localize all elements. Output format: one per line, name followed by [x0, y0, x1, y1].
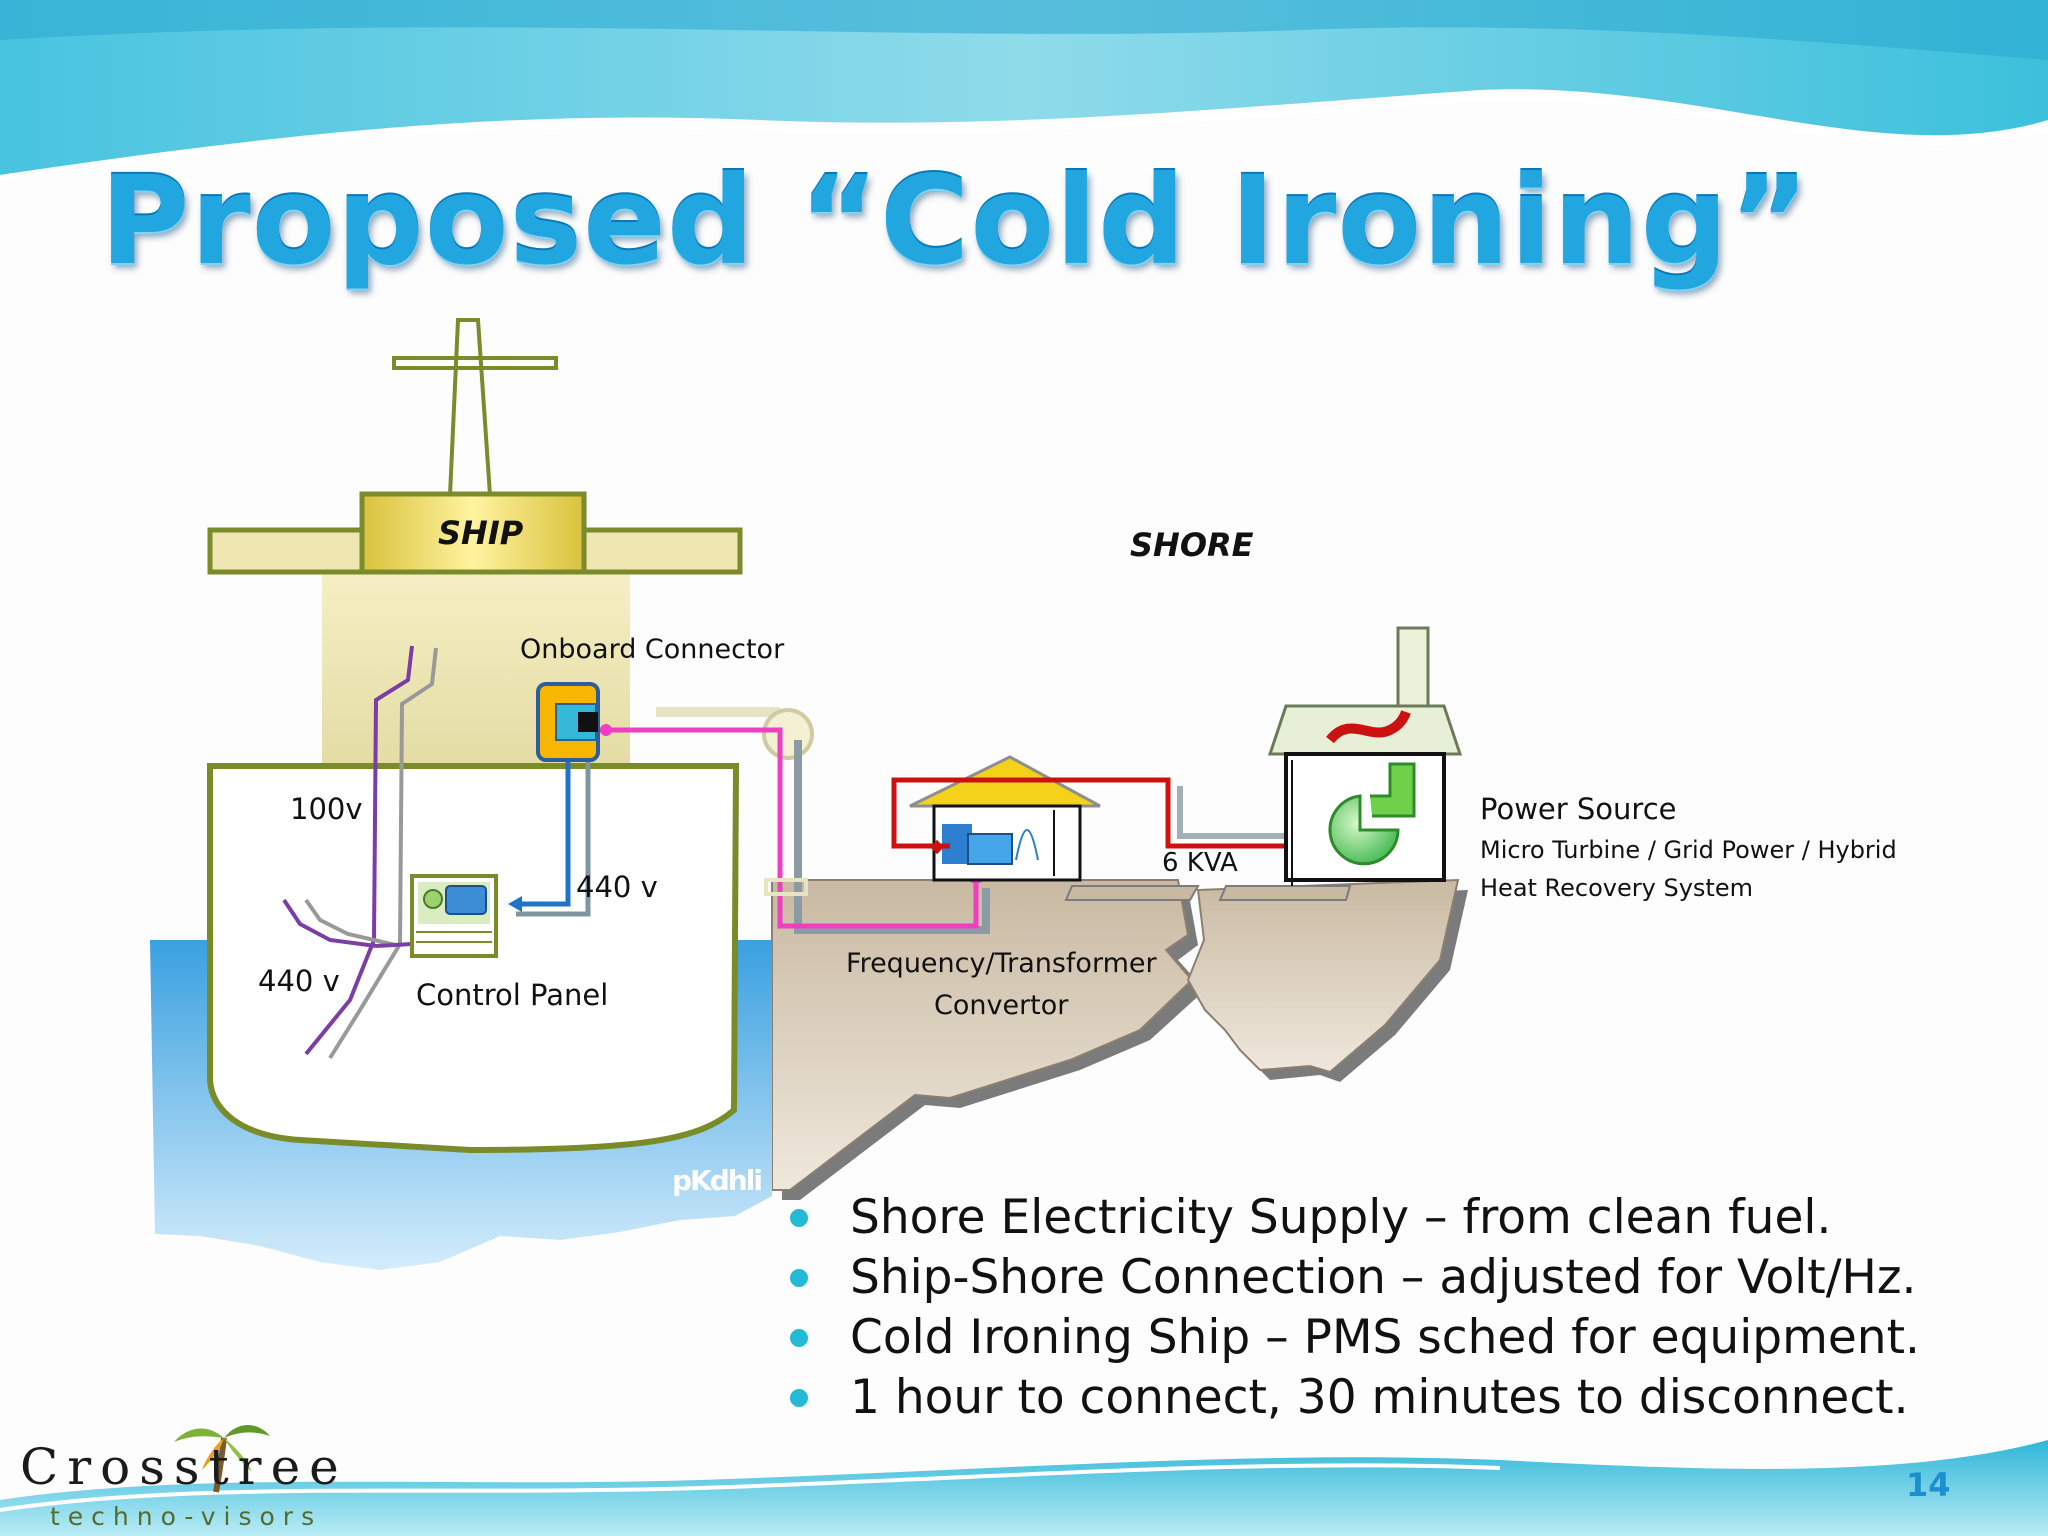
power-source-building	[1267, 626, 1463, 886]
control-panel-label: Control Panel	[416, 978, 609, 1012]
voltage-440-right-label: 440 v	[576, 870, 658, 904]
onboard-connector-label: Onboard Connector	[520, 634, 785, 665]
ship-wiring	[282, 645, 438, 1060]
ship	[207, 318, 743, 1154]
ship-label: SHIP	[438, 514, 524, 552]
bullet-item: Ship-Shore Connection – adjusted for Vol…	[790, 1248, 1920, 1308]
voltage-440-left-label: 440 v	[258, 964, 340, 998]
slide-title: Proposed “Cold Ironing”	[100, 150, 1811, 292]
internal-feed-cable	[508, 762, 591, 917]
bullet-dot-icon	[790, 1209, 808, 1227]
power-source-line1: Micro Turbine / Grid Power / Hybrid	[1480, 836, 1897, 864]
power-source-line2: Heat Recovery System	[1480, 874, 1753, 902]
voltage-100-label: 100v	[290, 792, 363, 826]
shore-land	[771, 878, 1468, 1200]
bottom-wave	[0, 1440, 2048, 1536]
logo-tagline: techno-visors	[50, 1502, 323, 1531]
converter-label-line2: Convertor	[934, 990, 1069, 1021]
converter-house	[909, 755, 1101, 882]
bullet-list: Shore Electricity Supply – from clean fu…	[790, 1188, 1920, 1428]
palm-tree-icon	[174, 1425, 270, 1493]
logo-name: Crosstree	[20, 1438, 348, 1496]
bullet-item: Cold Ironing Ship – PMS sched for equipm…	[790, 1308, 1920, 1368]
onboard-connector	[536, 682, 600, 762]
bullet-dot-icon	[790, 1269, 808, 1287]
bullet-item: 1 hour to connect, 30 minutes to disconn…	[790, 1368, 1920, 1428]
shore-label: SHORE	[1130, 526, 1254, 564]
power-source-title: Power Source	[1480, 792, 1677, 826]
bullet-dot-icon	[790, 1329, 808, 1347]
control-panel-device	[410, 874, 498, 958]
shore-cable	[600, 707, 990, 934]
watermark: pKdhli	[672, 1164, 763, 1197]
kva-label: 6 KVA	[1162, 848, 1238, 878]
bullet-item: Shore Electricity Supply – from clean fu…	[790, 1188, 1920, 1248]
converter-label-line1: Frequency/Transformer	[846, 948, 1157, 979]
bullet-dot-icon	[790, 1389, 808, 1407]
top-wave	[0, 0, 2048, 175]
page-number: 14	[1906, 1466, 1951, 1504]
